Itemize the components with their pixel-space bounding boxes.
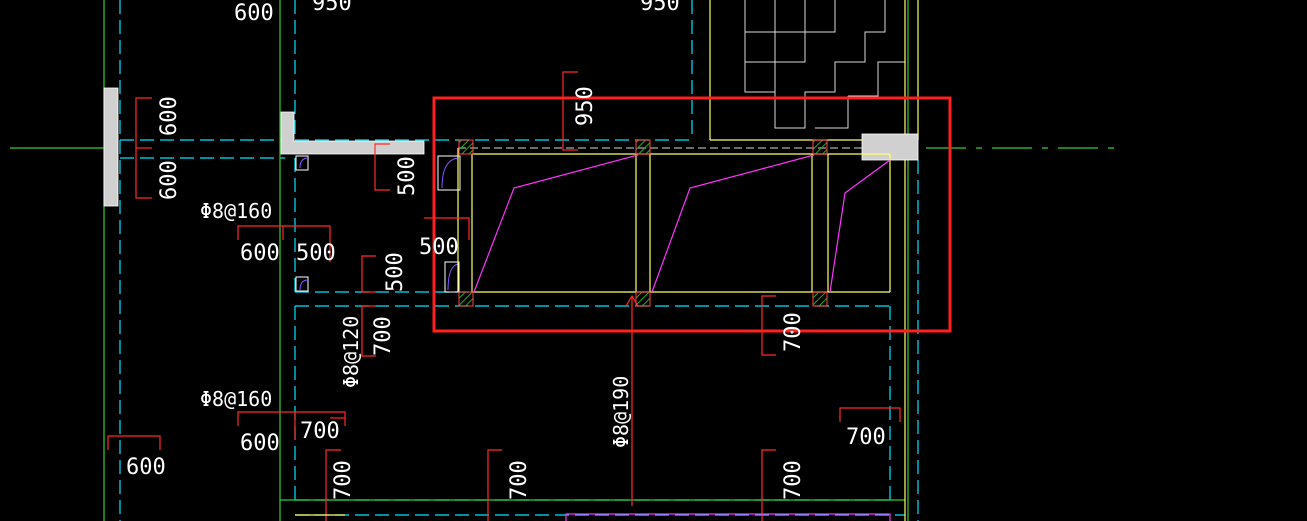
- dim-bracket: [361, 305, 376, 357]
- column-hatch: [458, 139, 474, 155]
- dim-text: 600: [240, 431, 280, 456]
- column-hatch: [635, 291, 651, 307]
- rebar-label: Φ8@160: [200, 199, 272, 223]
- dim-bracket: [839, 407, 901, 422]
- stair-frame: [709, 0, 919, 521]
- rebar-label: Φ8@120: [339, 316, 363, 388]
- magenta-line: [473, 154, 639, 293]
- corner-mark: [437, 155, 461, 191]
- dim-text: 700: [781, 312, 806, 352]
- corner-arc: [299, 279, 309, 291]
- wall-block: [280, 111, 425, 155]
- column-hatch: [458, 291, 474, 307]
- wall-blocks: [103, 87, 919, 207]
- dimension-texts: 600 950 950 600 600 950 500 Φ8@160 600 5…: [126, 0, 886, 500]
- corner-arc: [441, 157, 459, 189]
- corner-marks: [295, 155, 461, 293]
- dim-bracket: [361, 255, 376, 293]
- dim-text: 600: [240, 241, 280, 266]
- corner-mark: [295, 276, 309, 292]
- stair-step: [815, 96, 849, 129]
- column-hatch: [812, 291, 828, 307]
- magenta-lines: [473, 154, 891, 293]
- stair-step: [744, 0, 776, 33]
- hatched-columns: [458, 139, 828, 307]
- dim-text: 500: [395, 156, 420, 196]
- dim-leader: [625, 294, 639, 307]
- corner-mark: [444, 261, 460, 293]
- dim-text: 600: [234, 1, 274, 26]
- dim-text: 950: [573, 86, 598, 126]
- dim-text: 700: [331, 460, 356, 500]
- rebar-label: Φ8@160: [200, 387, 272, 411]
- dim-bracket: [487, 449, 502, 521]
- dim-bracket: [107, 435, 161, 450]
- dim-text: 600: [157, 160, 182, 200]
- stair-step: [744, 0, 836, 93]
- stair-step: [848, 61, 905, 97]
- wall-block: [103, 87, 119, 207]
- dim-bracket: [761, 295, 776, 356]
- dim-bracket: [562, 71, 578, 151]
- dim-text: 500: [296, 241, 336, 266]
- stair-step: [744, 0, 806, 63]
- stair-treads: [744, 0, 905, 129]
- corner-arc: [447, 263, 459, 291]
- dim-text: 950: [312, 0, 352, 16]
- magenta-line: [829, 159, 891, 293]
- cyan-wall-lines: [119, 0, 919, 521]
- dim-text: 700: [300, 419, 340, 444]
- dim-bracket: [237, 411, 346, 426]
- dim-text: 500: [419, 235, 459, 260]
- column-hatch: [812, 139, 828, 155]
- corner-arc: [299, 157, 309, 169]
- dimension-brackets: [107, 71, 901, 521]
- rebar-label: Φ8@190: [609, 376, 633, 448]
- dim-bracket: [374, 143, 390, 191]
- stair-step: [774, 0, 886, 129]
- highlight-selection-box[interactable]: [432, 96, 952, 333]
- dim-text: 700: [781, 460, 806, 500]
- dim-bracket: [424, 217, 470, 240]
- beam-frames: [457, 147, 891, 293]
- dim-bracket: [325, 449, 341, 521]
- column-hatch: [635, 139, 651, 155]
- bottom-slab: [565, 513, 891, 521]
- dim-text: 500: [383, 252, 408, 292]
- magenta-line: [651, 154, 815, 293]
- corner-arcs: [299, 157, 459, 291]
- dim-text: 950: [640, 0, 680, 16]
- dim-text: 600: [157, 96, 182, 136]
- bottom-frame: [295, 513, 891, 521]
- dim-bracket: [761, 449, 776, 521]
- corner-mark: [295, 155, 309, 171]
- stair-step: [805, 62, 836, 93]
- dim-text: 700: [846, 425, 886, 450]
- dim-text: 600: [126, 455, 166, 480]
- dim-text: 700: [371, 316, 396, 356]
- dim-bracket: [237, 225, 331, 262]
- dim-text: 700: [507, 460, 532, 500]
